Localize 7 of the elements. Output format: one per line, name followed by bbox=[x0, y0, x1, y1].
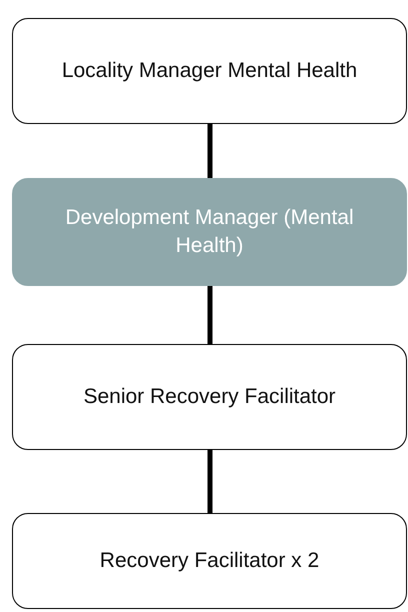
connector-line bbox=[208, 124, 212, 178]
role-box: Senior Recovery Facilitator bbox=[12, 344, 407, 450]
role-box: Recovery Facilitator x 2 bbox=[12, 513, 407, 609]
role-box: Locality Manager Mental Health bbox=[12, 18, 407, 124]
connector-line bbox=[208, 286, 212, 344]
highlighted-role-box: Development Manager (Mental Health) bbox=[12, 178, 407, 286]
connector-line bbox=[208, 450, 212, 513]
